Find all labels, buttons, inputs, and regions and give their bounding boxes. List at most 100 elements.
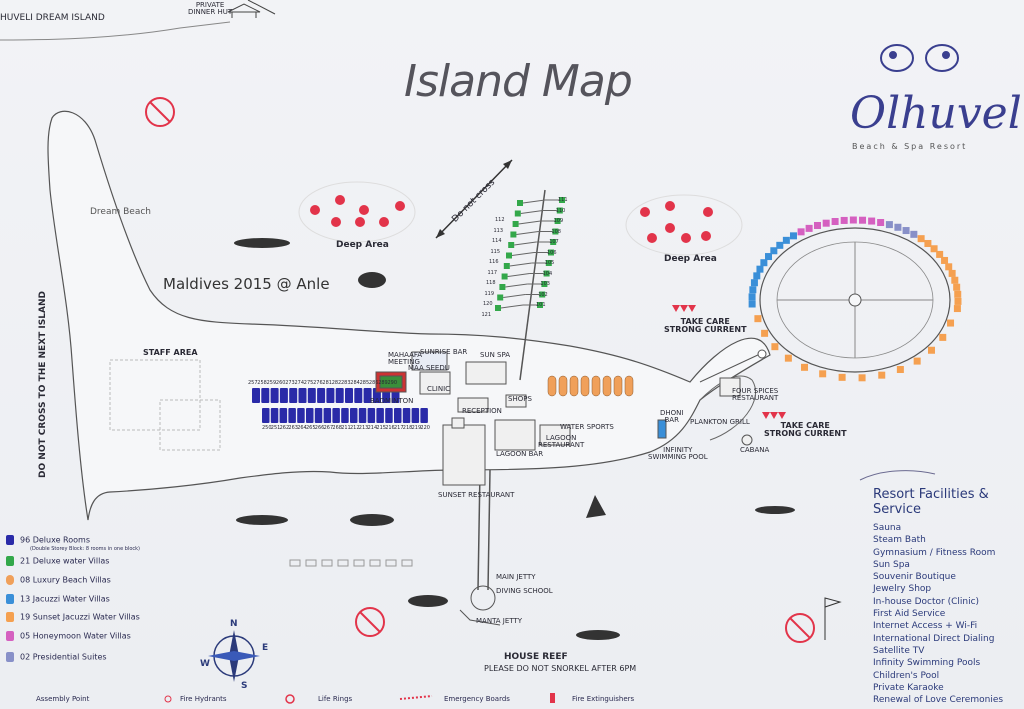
room-number: 114 xyxy=(492,238,502,244)
mahaafa-label: MAHAAFA MEETING xyxy=(388,351,423,366)
lagoon-restaurant-label: LAGOON RESTAURANT xyxy=(538,434,585,449)
room-number: 215 xyxy=(376,425,386,431)
room-number: 265 xyxy=(306,425,316,431)
resort-buildings xyxy=(375,351,753,486)
cabana-label: CABANA xyxy=(740,446,770,454)
ring-villa xyxy=(868,217,876,225)
ring-villa xyxy=(954,290,962,298)
deluxe-room xyxy=(317,388,326,403)
room-number: 262 xyxy=(279,425,290,431)
room-number: 290 xyxy=(387,380,398,386)
deluxe-room xyxy=(270,388,279,403)
room-number: 285 xyxy=(359,380,370,386)
deluxe-room xyxy=(288,408,296,423)
water-villa xyxy=(552,228,559,235)
room-number: 259 xyxy=(266,380,277,386)
water-villa xyxy=(556,207,563,214)
buoy-icon xyxy=(355,217,365,227)
dream-island-coast xyxy=(0,21,231,41)
water-villa xyxy=(539,291,546,298)
ring-villa xyxy=(951,276,959,284)
deluxe-room xyxy=(332,408,340,423)
room-number: 257 xyxy=(248,380,258,386)
legend-item: 05 Honeymoon Water Villas xyxy=(6,631,131,641)
ring-villa xyxy=(784,354,792,362)
beach-villas xyxy=(547,375,634,397)
room-number: 214 xyxy=(367,425,378,431)
infinity-pool-label: INFINITY SWIMMING POOL xyxy=(648,446,708,461)
water-sports-label: WATER SPORTS xyxy=(560,423,614,431)
water-villa-ring xyxy=(699,227,951,383)
legend-item: 13 Jacuzzi Water Villas xyxy=(6,594,110,604)
facility-item: Children's Pool xyxy=(873,670,940,681)
brand-subtitle: Beach & Spa Resort xyxy=(852,142,968,151)
reception-label: RECEPTION xyxy=(462,407,502,415)
plankton-grill-label: PLANKTON GRILL xyxy=(690,418,750,426)
deluxe-room xyxy=(411,408,420,423)
ring-villa xyxy=(896,366,904,374)
deluxe-room xyxy=(341,408,349,423)
ring-villa xyxy=(789,232,797,240)
buoy-icon xyxy=(703,207,713,217)
room-number: 284 xyxy=(350,380,360,386)
ring-villa xyxy=(930,245,938,253)
deluxe-room xyxy=(367,408,376,423)
room-number: 119 xyxy=(484,290,495,297)
deluxe-room xyxy=(279,408,288,423)
facility-item: Sauna xyxy=(873,523,902,533)
room-number: 267 xyxy=(323,425,334,431)
four-spices-label: FOUR SPICES RESTAURANT xyxy=(732,387,779,402)
room-number: 281 xyxy=(322,380,332,386)
deluxe-room xyxy=(323,408,332,423)
dream-beach-label: Dream Beach xyxy=(90,207,151,217)
buoy-icon xyxy=(395,201,405,211)
room-number: 283 xyxy=(341,380,351,386)
room-number: 111 xyxy=(558,197,568,203)
buoy-icon xyxy=(701,231,711,241)
ring-villa xyxy=(765,253,773,261)
house-reef-label: HOUSE REEF xyxy=(504,652,568,662)
buoy-icon xyxy=(379,217,389,227)
beach-villa xyxy=(602,375,612,397)
ring-villa xyxy=(749,286,757,294)
compass-s: S xyxy=(241,681,248,691)
deluxe-room xyxy=(350,408,358,423)
room-number: 211 xyxy=(341,425,351,431)
facilities-heading: Resort Facilities & Service xyxy=(873,487,989,517)
compass-w: W xyxy=(200,659,210,669)
room-number: 286 xyxy=(368,380,379,386)
room-number: 260 xyxy=(275,380,286,386)
sunset-restaurant-label: SUNSET RESTAURANT xyxy=(438,491,515,499)
legend-item: 02 Presidential Suites xyxy=(6,652,107,662)
room-number: 106 xyxy=(547,249,557,256)
room-number: 276 xyxy=(313,380,323,386)
facility-item: Private Karaoke xyxy=(873,682,944,693)
deluxe-room xyxy=(345,388,353,403)
room-number: 218 xyxy=(402,425,413,431)
room-number: 219 xyxy=(411,425,422,431)
current-arrows xyxy=(672,305,786,419)
ring-villa xyxy=(936,250,944,258)
water-villa xyxy=(517,200,523,206)
room-number: 107 xyxy=(549,239,559,245)
water-villa xyxy=(510,231,517,238)
life-rings-legend: Life Rings xyxy=(318,695,353,703)
side-warning-label: DO NOT CROSS TO THE NEXT ISLAND xyxy=(37,291,48,478)
ring-villa xyxy=(945,263,953,271)
facility-item: Infinity Swimming Pools xyxy=(873,658,981,669)
buoy-icon xyxy=(681,233,691,243)
water-villa xyxy=(506,252,512,259)
deluxe-room xyxy=(262,408,270,423)
ring-villa xyxy=(924,239,932,247)
room-number: 251 xyxy=(270,425,281,431)
ring-villa xyxy=(831,218,839,226)
ring-villa xyxy=(913,357,921,365)
deluxe-room xyxy=(358,408,367,423)
water-villa xyxy=(541,281,548,287)
staff-area-label: STAFF AREA xyxy=(143,348,198,357)
deluxe-room xyxy=(394,408,402,423)
room-number: 273 xyxy=(285,380,295,386)
beach-villa xyxy=(547,375,557,397)
deluxe-room xyxy=(385,408,393,423)
compass-rose-icon xyxy=(208,630,260,682)
